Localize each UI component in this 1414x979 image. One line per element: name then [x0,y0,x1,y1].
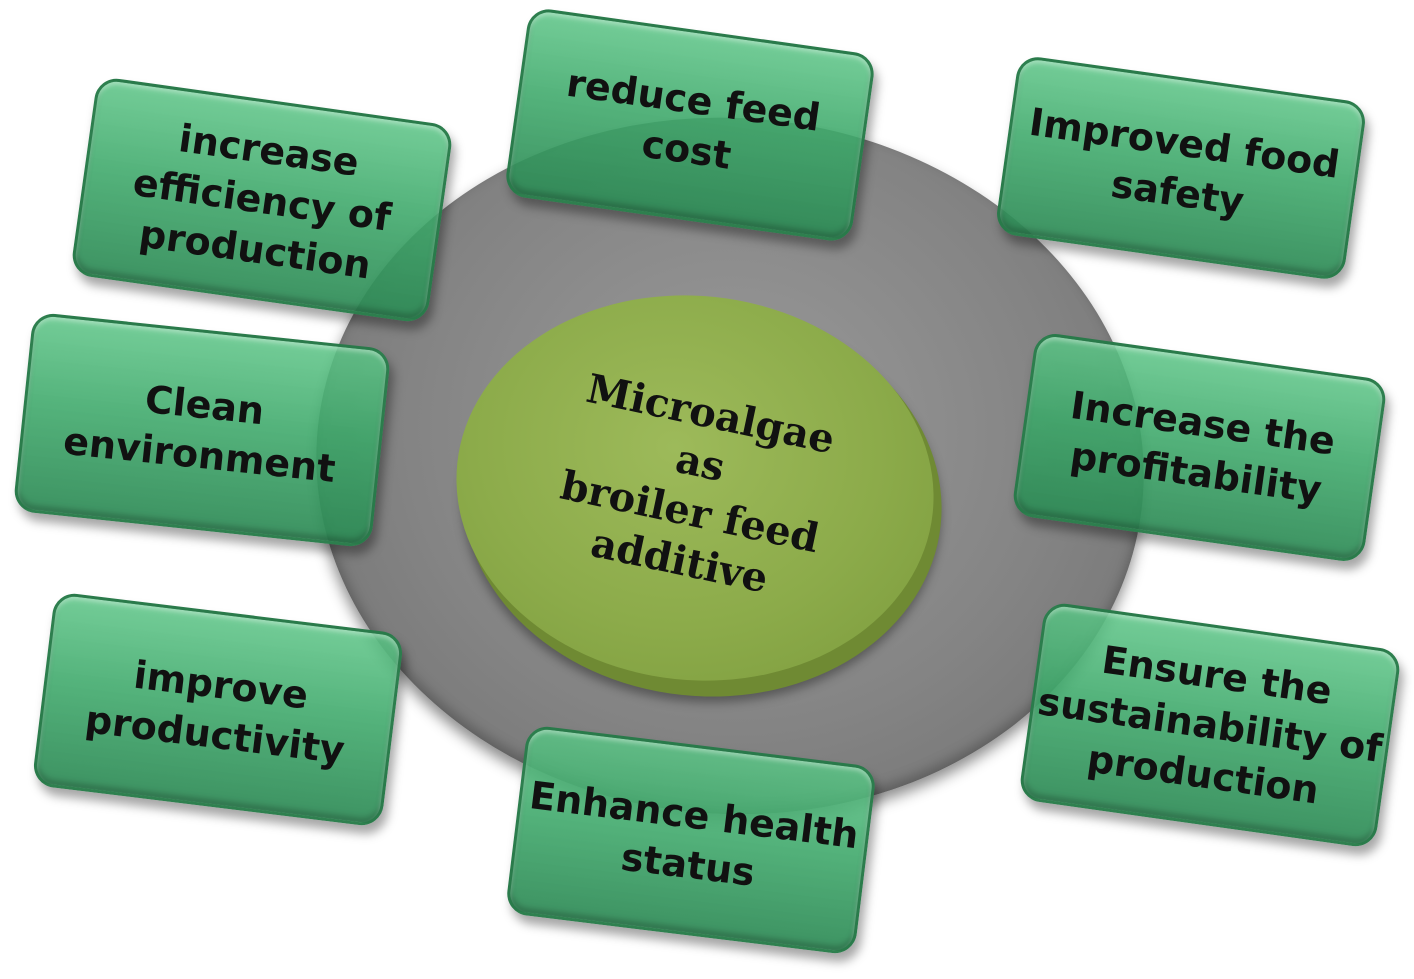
benefit-label: increase efficiency of production [130,116,394,288]
center-label: Microalgae as broiler feed additive [556,364,839,603]
benefit-box-ensure-sustainability: Ensure the sustainability of production [1017,600,1403,850]
benefit-label: reduce feed cost [563,60,824,178]
benefit-label: improve productivity [82,652,348,773]
benefit-box-improve-productivity: improve productivity [31,591,405,828]
benefit-label: Enhance health status [527,773,861,895]
benefit-box-increase-efficiency: increase efficiency of production [69,75,455,325]
benefit-box-clean-environment: Clean environment [12,311,392,549]
benefit-label: Ensure the sustainability of production [1035,637,1385,813]
benefit-label: Clean environment [61,377,338,492]
benefit-label: Increase the profitability [1067,382,1338,512]
benefit-box-improved-food-safety: Improved food safety [994,54,1368,282]
benefit-label: Improved food safety [1026,99,1343,224]
